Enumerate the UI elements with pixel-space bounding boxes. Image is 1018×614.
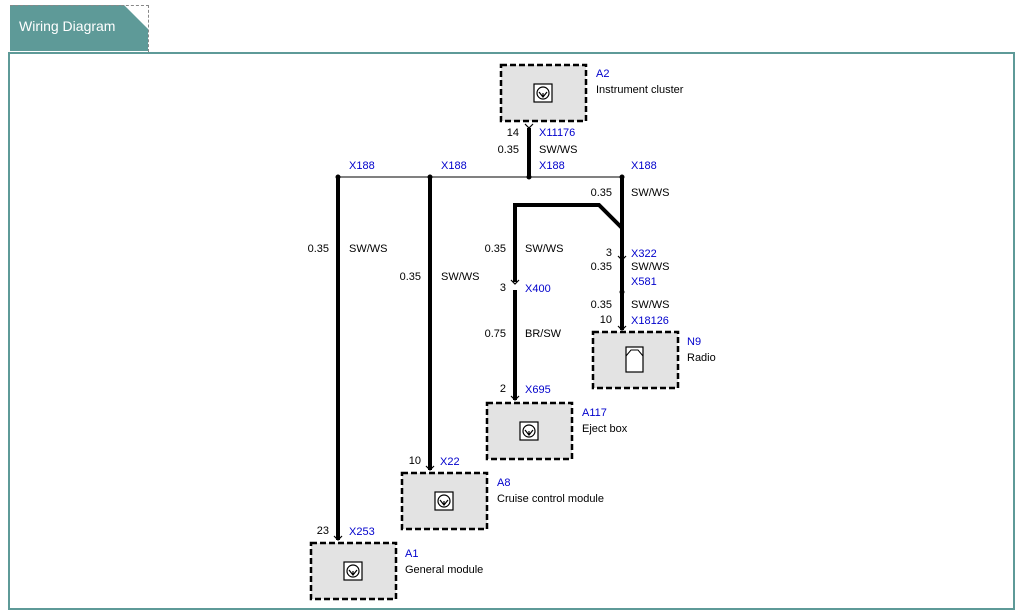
wire-color-x581: SW/WS (631, 299, 670, 311)
junction-dot (619, 174, 625, 180)
tab-wiring-diagram[interactable]: Wiring Diagram (10, 5, 148, 51)
component-a1[interactable] (309, 541, 398, 601)
wire-color-eject-bottom: BR/SW (525, 328, 562, 340)
wire-size-x581: 0.35 (591, 299, 612, 311)
diagram-frame (8, 52, 1015, 610)
connector-x188-right[interactable]: X188 (631, 160, 657, 172)
connector-x18126[interactable]: X18126 (631, 315, 669, 327)
wire-size-eject-top: 0.35 (485, 243, 506, 255)
wire-color-right-top: SW/WS (631, 187, 670, 199)
component-name-a117: Eject box (582, 423, 628, 435)
pin-x400: 3 (500, 282, 506, 294)
connector-x188-center[interactable]: X188 (539, 160, 565, 172)
pin-marker-x11176 (524, 123, 534, 129)
pin-x11176: 14 (507, 127, 519, 139)
connector-x322[interactable]: X322 (631, 248, 657, 260)
pin-marker-x253 (333, 535, 343, 541)
wire-size-a2: 0.35 (498, 144, 519, 156)
pin-x322: 3 (606, 247, 612, 259)
pin-marker-x695 (510, 395, 520, 401)
component-id-a2[interactable]: A2 (596, 68, 609, 80)
wire-color-x322: SW/WS (631, 261, 670, 273)
wire-size-cruise: 0.35 (400, 271, 421, 283)
component-name-n9: Radio (687, 352, 716, 364)
component-name-a8: Cruise control module (497, 493, 604, 505)
wire-color-cruise: SW/WS (441, 271, 480, 283)
component-name-a1: General module (405, 564, 483, 576)
component-id-a8[interactable]: A8 (497, 477, 510, 489)
wire-size-general: 0.35 (308, 243, 329, 255)
pin-x18126: 10 (600, 314, 612, 326)
component-id-n9[interactable]: N9 (687, 336, 701, 348)
connector-x581[interactable]: X581 (631, 276, 657, 288)
tab-title: Wiring Diagram (19, 18, 116, 34)
connector-x695[interactable]: X695 (525, 384, 551, 396)
connector-x188-mid[interactable]: X188 (441, 160, 467, 172)
component-id-a117[interactable]: A117 (582, 407, 607, 419)
wire-color-eject-top: SW/WS (525, 243, 564, 255)
component-id-a1[interactable]: A1 (405, 548, 418, 560)
component-a117[interactable] (485, 401, 574, 461)
wire-size-x322: 0.35 (591, 261, 612, 273)
pin-x253: 23 (317, 525, 329, 537)
wire-size-right-top: 0.35 (591, 187, 612, 199)
junction-dot (526, 174, 532, 180)
junction-dot (427, 174, 433, 180)
wire-eject-top (513, 203, 624, 282)
radio-icon (625, 346, 644, 373)
pin-x695: 2 (500, 383, 506, 395)
connector-x22[interactable]: X22 (440, 456, 460, 468)
component-a2[interactable] (499, 63, 588, 123)
connector-x188-left[interactable]: X188 (349, 160, 375, 172)
connector-x400[interactable]: X400 (525, 283, 551, 295)
wire-color-a2: SW/WS (539, 144, 578, 156)
pin-marker-x18126 (617, 325, 627, 331)
pin-marker-x322 (617, 255, 627, 261)
pin-marker-x400 (510, 279, 520, 285)
wire-color-general: SW/WS (349, 243, 388, 255)
junction-dot-x581 (619, 289, 625, 295)
wire-size-eject-bottom: 0.75 (485, 328, 506, 340)
junction-dot (335, 174, 341, 180)
component-n9[interactable] (591, 330, 680, 390)
connector-x253[interactable]: X253 (349, 526, 375, 538)
component-a8[interactable] (400, 471, 489, 531)
connector-x11176[interactable]: X11176 (539, 127, 575, 139)
component-name-a2: Instrument cluster (596, 84, 684, 96)
pin-marker-x22 (425, 465, 435, 471)
pin-x22: 10 (409, 455, 421, 467)
